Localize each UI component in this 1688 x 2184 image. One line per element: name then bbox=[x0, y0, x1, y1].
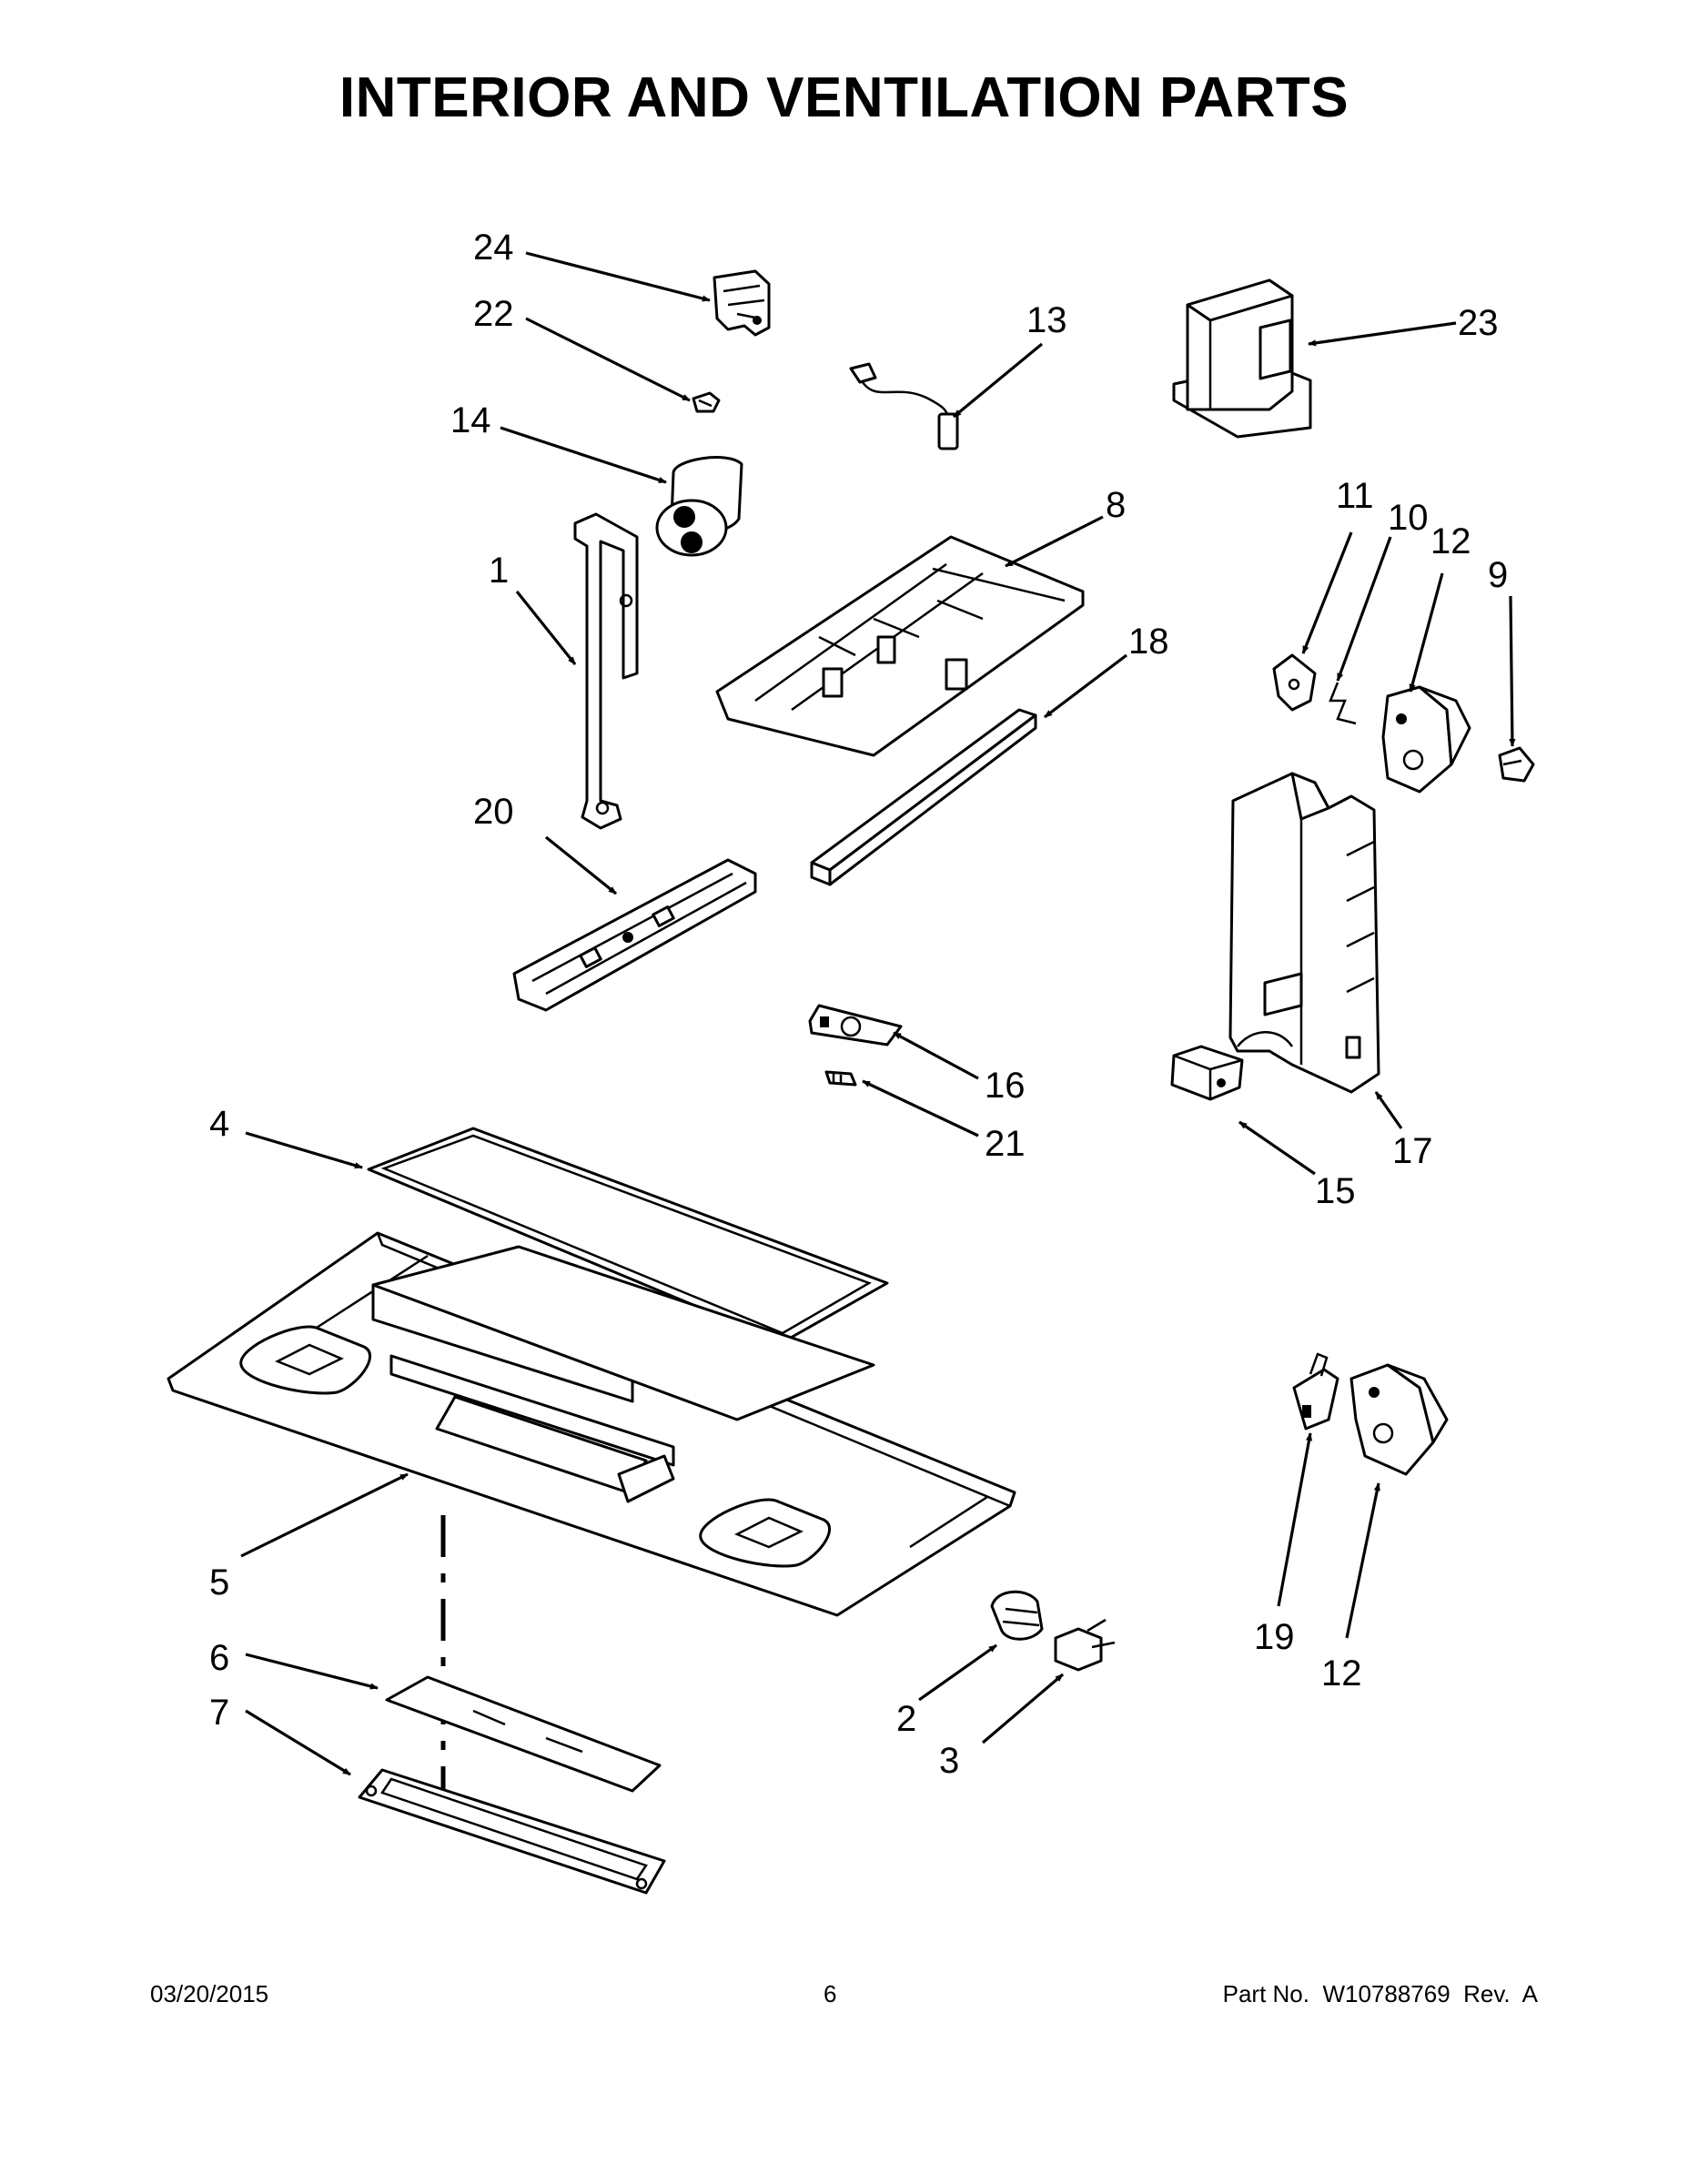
part-17-air-duct bbox=[1228, 772, 1380, 1094]
part-18-foam-strip bbox=[810, 708, 1037, 886]
leader-lines bbox=[240, 251, 1516, 1776]
callout-17: 17 bbox=[1392, 1131, 1433, 1171]
callout-10: 10 bbox=[1388, 498, 1429, 538]
callout-7: 7 bbox=[209, 1693, 229, 1733]
callout-13: 13 bbox=[1026, 300, 1067, 340]
callout-6: 6 bbox=[209, 1638, 229, 1678]
part-19-switch bbox=[1292, 1352, 1339, 1431]
callout-23: 23 bbox=[1458, 303, 1499, 343]
part-2-lamp-holder bbox=[990, 1590, 1044, 1641]
callout-3: 3 bbox=[939, 1741, 959, 1781]
callout-2: 2 bbox=[896, 1699, 916, 1739]
part-6-charcoal-filter bbox=[385, 1675, 662, 1793]
callout-21: 21 bbox=[985, 1124, 1026, 1164]
part-15-block bbox=[1170, 1045, 1244, 1101]
part-12-interlock-switch-upper bbox=[1381, 685, 1471, 794]
part-14-capacitor bbox=[655, 456, 743, 557]
footer-part-number: Part No. W10788769 Rev. A bbox=[1222, 1980, 1538, 2007]
callout-19: 19 bbox=[1254, 1617, 1295, 1657]
part-24-thermal-cutout bbox=[713, 269, 771, 337]
part-10-spring bbox=[1329, 682, 1357, 725]
part-4-grease-filter bbox=[367, 1127, 889, 1344]
callout-24: 24 bbox=[473, 228, 514, 268]
footer-page-number: 6 bbox=[824, 1980, 837, 2007]
part-7-grille-frame bbox=[358, 1768, 666, 1895]
callout-16: 16 bbox=[985, 1066, 1026, 1106]
part-11-switch-holder bbox=[1272, 653, 1317, 712]
callout-5: 5 bbox=[209, 1562, 229, 1603]
callout-22: 22 bbox=[473, 294, 514, 334]
part-22-clip bbox=[692, 391, 721, 413]
page-title: INTERIOR AND VENTILATION PARTS bbox=[339, 66, 1349, 129]
callout-12-lower: 12 bbox=[1321, 1653, 1362, 1694]
callout-18: 18 bbox=[1128, 622, 1169, 662]
part-13-thermistor-harness bbox=[849, 362, 959, 450]
callout-15: 15 bbox=[1315, 1171, 1356, 1211]
callout-1: 1 bbox=[489, 551, 509, 591]
part-3-lamp-socket bbox=[1054, 1618, 1116, 1672]
part-1-bracket bbox=[573, 512, 639, 830]
callout-20: 20 bbox=[473, 792, 514, 832]
part-23-transformer bbox=[1172, 278, 1312, 439]
part-16-lamp-socket bbox=[808, 1004, 903, 1046]
callout-14: 14 bbox=[450, 400, 491, 440]
callout-11: 11 bbox=[1336, 476, 1374, 516]
part-20-bracket bbox=[512, 858, 757, 1012]
part-21-bulb bbox=[824, 1070, 857, 1087]
callout-9: 9 bbox=[1488, 555, 1508, 595]
part-12-interlock-switch-lower bbox=[1349, 1363, 1449, 1476]
callout-12-upper: 12 bbox=[1430, 521, 1471, 561]
part-5-bottom-plate bbox=[167, 1231, 1016, 1617]
part-9-switch bbox=[1498, 746, 1535, 783]
callout-4: 4 bbox=[209, 1104, 229, 1144]
callout-8: 8 bbox=[1106, 485, 1126, 525]
part-8-mounting-plate bbox=[715, 535, 1085, 757]
footer-date: 03/20/2015 bbox=[150, 1980, 269, 2007]
